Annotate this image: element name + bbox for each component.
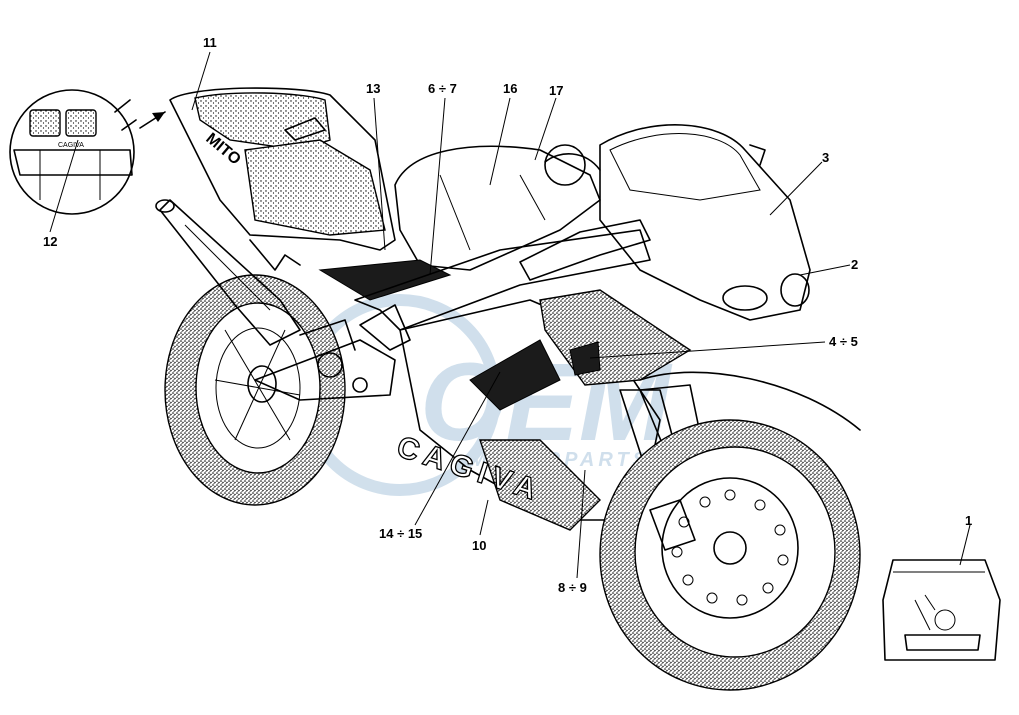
callout-11: 11 — [203, 35, 217, 50]
swingarm — [254, 319, 396, 401]
inset-arrow — [139, 111, 166, 129]
tank-and-frame — [318, 144, 651, 351]
detail-inset: CAGIVA — [9, 89, 137, 215]
callout-13: 13 — [366, 81, 380, 96]
rear-wheel — [164, 274, 346, 506]
brake-disc-holes — [671, 489, 789, 606]
leader-lines — [49, 51, 971, 579]
callout-4-5: 4 ÷ 5 — [829, 334, 858, 349]
sticker-kit-bag — [882, 559, 1001, 661]
callout-2: 2 — [851, 257, 858, 272]
front-fairing — [599, 124, 811, 321]
tail-section: MITO — [169, 87, 396, 271]
svg-text:CAGIVA: CAGIVA — [58, 142, 84, 149]
callout-14-15: 14 ÷ 15 — [379, 526, 422, 541]
callout-8-9: 8 ÷ 9 — [558, 580, 587, 595]
callout-6-7: 6 ÷ 7 — [428, 81, 457, 96]
callouts: 11 13 6 ÷ 7 16 17 3 2 4 ÷ 5 12 14 ÷ 15 1… — [43, 35, 972, 595]
callout-1: 1 — [965, 513, 972, 528]
callout-12: 12 — [43, 234, 57, 249]
callout-3: 3 — [822, 150, 829, 165]
exhaust — [155, 199, 301, 346]
front-wheel — [599, 371, 861, 691]
callout-16: 16 — [503, 81, 517, 96]
callout-10: 10 — [472, 538, 486, 553]
callout-17: 17 — [549, 83, 563, 98]
